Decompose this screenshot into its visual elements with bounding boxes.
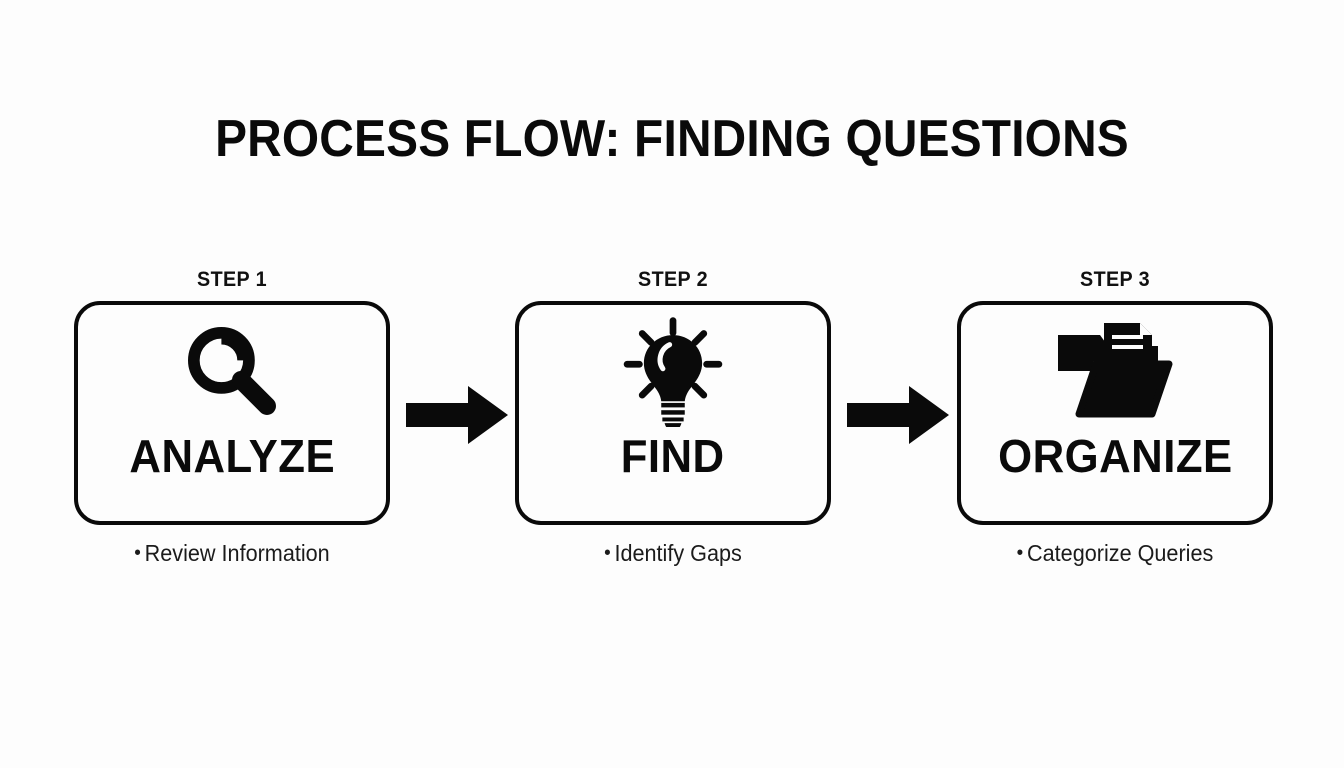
magnifying-glass-icon bbox=[179, 318, 285, 424]
icon-slot-2 bbox=[519, 305, 827, 431]
arrow-right-icon-2 bbox=[847, 386, 949, 444]
step-label-3: STEP 3 bbox=[1080, 268, 1150, 291]
caption-text-3: Categorize Queries bbox=[1027, 540, 1214, 566]
caption-organize: •Categorize Queries bbox=[966, 539, 1263, 567]
step-label-1: STEP 1 bbox=[197, 268, 267, 291]
step-label-2: STEP 2 bbox=[638, 268, 708, 291]
steps-row: STEP 1 ANALYZE •Review Information bbox=[0, 268, 1344, 588]
card-find[interactable]: FIND bbox=[515, 301, 831, 525]
caption-find: •Identify Gaps bbox=[524, 539, 821, 567]
bullet-icon-1: • bbox=[134, 542, 141, 564]
lightbulb-icon bbox=[617, 315, 729, 427]
caption-analyze: •Review Information bbox=[83, 539, 380, 567]
icon-slot-3 bbox=[961, 305, 1269, 431]
bullet-icon-2: • bbox=[604, 542, 611, 564]
card-title-organize: ORGANIZE bbox=[997, 430, 1233, 482]
step-card-find[interactable]: STEP 2 bbox=[515, 268, 831, 567]
card-organize[interactable]: ORGANIZE bbox=[957, 301, 1273, 525]
caption-text-2: Identify Gaps bbox=[614, 540, 742, 566]
card-analyze[interactable]: ANALYZE bbox=[74, 301, 390, 525]
bullet-icon-3: • bbox=[1016, 542, 1024, 564]
page-title: PROCESS FLOW: FINDING QUESTIONS bbox=[215, 110, 1129, 168]
caption-text-1: Review Information bbox=[144, 540, 330, 566]
card-title-find: FIND bbox=[621, 430, 725, 482]
folder-document-icon bbox=[1054, 319, 1176, 423]
step-card-analyze[interactable]: STEP 1 ANALYZE •Review Information bbox=[74, 268, 390, 567]
icon-slot-1 bbox=[78, 305, 386, 431]
step-card-organize[interactable]: STEP 3 bbox=[957, 268, 1273, 567]
card-title-analyze: ANALYZE bbox=[129, 430, 335, 482]
arrow-right-icon-1 bbox=[406, 386, 508, 444]
